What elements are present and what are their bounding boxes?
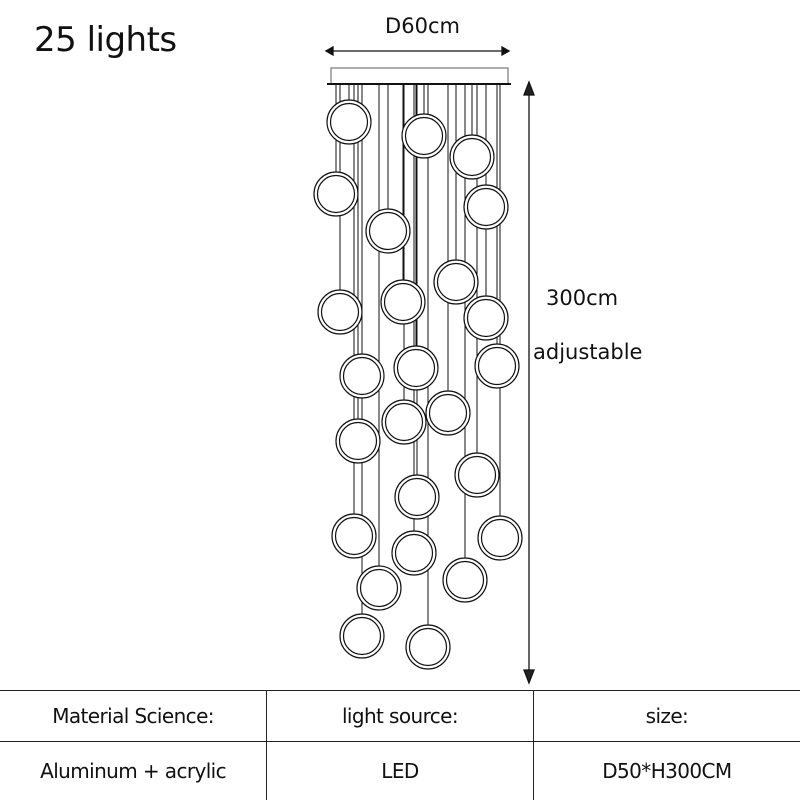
spec-value-size: D50*H300CM (532, 741, 800, 800)
ring-light-icon (339, 613, 385, 659)
chandelier-drawing (313, 45, 535, 685)
ring-light-icon (317, 289, 363, 335)
ring-light-icon (449, 134, 495, 180)
ring-light-icon (380, 279, 426, 325)
ring-light-icon (326, 99, 372, 145)
ring-light-icon (394, 533, 434, 573)
ring-light-icon (442, 557, 488, 603)
spec-header-light-source: light source: (266, 690, 534, 742)
ring-light-icon (342, 356, 382, 396)
ring-light-icon (356, 565, 402, 611)
ring-light-icon (436, 262, 476, 302)
ring-light-icon (339, 353, 385, 399)
ring-light-icon (405, 624, 451, 670)
ring-light-icon (466, 187, 506, 227)
ring-light-icon (401, 113, 447, 159)
ring-light-icon (463, 184, 509, 230)
ring-light-icon (477, 346, 517, 386)
ring-light-icon (329, 102, 369, 142)
ring-light-icon (359, 568, 399, 608)
ring-light-icon (474, 343, 520, 389)
ring-light-icon (404, 116, 444, 156)
ring-light-icon (463, 295, 509, 341)
ring-light-icon (391, 530, 437, 576)
pendant-rings (313, 84, 523, 670)
spec-table: Material Science: light source: size: Al… (0, 690, 800, 800)
spec-header-material: Material Science: (0, 690, 268, 742)
ring-light-icon (342, 616, 382, 656)
product-title: 25 lights (34, 20, 177, 60)
ring-light-icon (477, 515, 523, 561)
ring-light-icon (331, 513, 377, 559)
ring-light-icon (368, 211, 408, 251)
ring-light-icon (408, 627, 448, 667)
spec-header-row: Material Science: light source: size: (0, 690, 800, 742)
ring-light-icon (338, 421, 378, 461)
ring-light-icon (428, 393, 468, 433)
canopy-icon (330, 67, 509, 85)
adjustable-label: adjustable (533, 340, 643, 364)
ring-light-icon (433, 259, 479, 305)
ring-light-icon (396, 348, 436, 388)
ring-light-icon (445, 560, 485, 600)
spec-value-light-source: LED (266, 741, 534, 800)
ring-light-icon (466, 298, 506, 338)
ring-light-icon (381, 399, 427, 445)
ring-light-icon (394, 474, 440, 520)
ring-light-icon (334, 516, 374, 556)
ring-light-icon (320, 292, 360, 332)
spec-value-row: Aluminum + acrylic LED D50*H300CM (0, 741, 800, 800)
ring-light-icon (313, 171, 359, 217)
ring-light-icon (452, 137, 492, 177)
ring-light-icon (335, 418, 381, 464)
width-dimension-label: D60cm (385, 14, 460, 38)
width-arrow-icon (324, 45, 511, 57)
ring-light-icon (397, 477, 437, 517)
ring-light-icon (457, 455, 497, 495)
ring-light-icon (383, 282, 423, 322)
ring-light-icon (393, 345, 439, 391)
height-arrow-icon (523, 80, 535, 685)
ring-light-icon (384, 402, 424, 442)
ring-light-icon (454, 452, 500, 498)
ring-light-icon (425, 390, 471, 436)
height-dimension-label: 300cm (546, 286, 619, 310)
ring-light-icon (316, 174, 356, 214)
spec-header-size: size: (532, 690, 800, 742)
ring-light-icon (365, 208, 411, 254)
spec-value-material: Aluminum + acrylic (0, 741, 268, 800)
ring-light-icon (480, 518, 520, 558)
